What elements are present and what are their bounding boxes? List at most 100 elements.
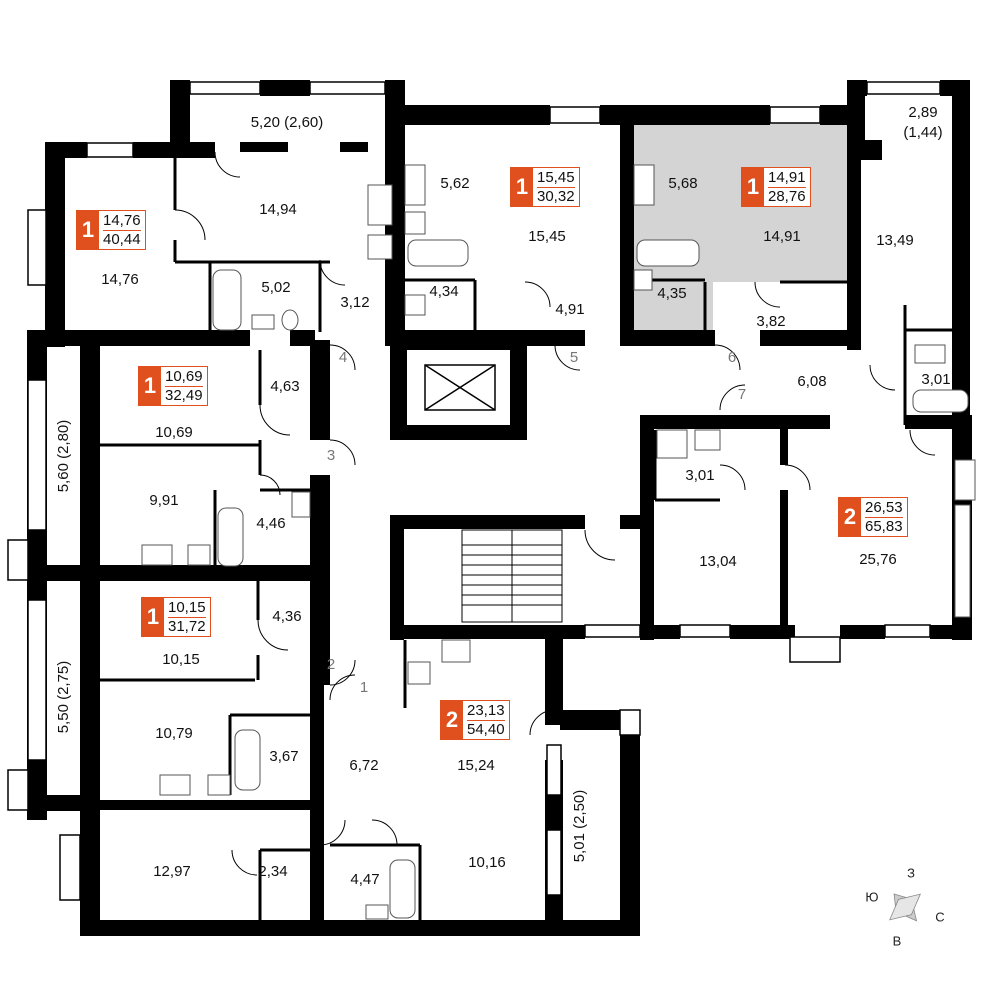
compass-south-label: В — [893, 933, 902, 948]
room-area: 10,69 — [155, 424, 193, 441]
room-area: 3,12 — [340, 294, 369, 311]
bathtub-icon — [636, 239, 700, 267]
badge-areas: 14,76 40,44 — [99, 211, 145, 249]
apartment-badge[interactable]: 1 10,69 32,49 — [138, 366, 208, 406]
room-area: 5,02 — [261, 279, 290, 296]
room-area: 10,79 — [155, 725, 193, 742]
apartment-badge[interactable]: 2 26,53 65,83 — [838, 497, 908, 537]
apartment-badge[interactable]: 1 14,76 40,44 — [76, 210, 146, 250]
entry-number: 3 — [327, 447, 335, 464]
bathtub-icon — [217, 507, 244, 567]
bathtub-icon — [407, 239, 469, 267]
room-area: 4,36 — [272, 608, 301, 625]
room-count: 1 — [139, 367, 161, 405]
living-area: 10,69 — [165, 367, 203, 387]
room-area: 13,04 — [699, 553, 737, 570]
sink-icon — [367, 234, 393, 260]
living-area: 15,45 — [537, 168, 575, 188]
room-area: 6,08 — [797, 373, 826, 390]
living-area: 23,13 — [467, 701, 505, 721]
room-area: 2,89 — [908, 104, 937, 121]
room-area: 6,72 — [349, 757, 378, 774]
room-area: 5,62 — [440, 175, 469, 192]
bathtub-icon — [212, 269, 242, 331]
entry-number: 7 — [738, 386, 746, 403]
badge-areas: 14,91 28,76 — [764, 168, 810, 206]
room-count: 1 — [142, 598, 164, 636]
compass-icon: З С В Ю — [865, 865, 944, 948]
apartment-badge[interactable]: 1 15,45 30,32 — [510, 167, 580, 207]
room-count: 1 — [511, 168, 533, 206]
room-area: 14,76 — [101, 271, 139, 288]
sink-icon — [291, 491, 311, 518]
room-area: 5,50 (2,75) — [55, 661, 72, 734]
room-area: 10,16 — [468, 854, 506, 871]
room-count: 1 — [77, 211, 99, 249]
windows — [7, 81, 941, 901]
badge-areas: 23,13 54,40 — [463, 701, 509, 739]
sink-icon — [365, 904, 389, 920]
sink-icon — [251, 314, 275, 330]
sink-icon — [187, 544, 211, 566]
room-count: 1 — [742, 168, 764, 206]
total-area: 30,32 — [537, 187, 575, 205]
apartment-badge[interactable]: 1 14,91 28,76 — [741, 167, 811, 207]
toilet-icon — [281, 309, 299, 331]
room-area: 15,24 — [457, 757, 495, 774]
sink-icon — [407, 661, 431, 685]
badge-areas: 10,15 31,72 — [164, 598, 210, 636]
stove-icon — [633, 164, 655, 206]
room-area: 13,49 — [876, 232, 914, 249]
kitchen-counter — [954, 504, 971, 618]
apartment-badge[interactable]: 2 23,13 54,40 — [440, 700, 510, 740]
room-area: 10,15 — [162, 651, 200, 668]
entry-number: 2 — [327, 656, 335, 673]
stove-icon — [367, 184, 393, 226]
living-area: 14,76 — [103, 211, 141, 231]
entry-number: 5 — [570, 349, 578, 366]
room-area: 5,01 (2,50) — [571, 790, 588, 863]
living-area: 14,91 — [768, 168, 806, 188]
stove-icon — [441, 639, 471, 663]
room-area: 9,91 — [149, 492, 178, 509]
bathtub-icon — [912, 389, 969, 413]
sink-icon — [694, 429, 721, 451]
stairs-icon — [461, 529, 563, 623]
compass-north-label: З — [907, 865, 915, 880]
room-area: 12,97 — [153, 863, 191, 880]
badge-areas: 15,45 30,32 — [533, 168, 579, 206]
room-area: 4,35 — [657, 285, 686, 302]
room-area: 3,01 — [921, 371, 950, 388]
apartment-badge[interactable]: 1 10,15 31,72 — [141, 597, 211, 637]
room-count: 2 — [441, 701, 463, 739]
living-area: 26,53 — [865, 498, 903, 518]
room-area: 5,60 (2,80) — [55, 420, 72, 493]
room-area: 4,63 — [270, 378, 299, 395]
bathtub-icon — [389, 859, 416, 919]
room-area: 5,20 (2,60) — [251, 114, 324, 131]
total-area: 28,76 — [768, 187, 806, 205]
total-area: 54,40 — [467, 720, 505, 738]
room-area: 5,68 — [668, 175, 697, 192]
total-area: 32,49 — [165, 386, 203, 404]
room-area: 4,46 — [256, 515, 285, 532]
stove-icon — [141, 544, 173, 566]
room-area: 3,67 — [269, 748, 298, 765]
stove-icon — [159, 774, 191, 796]
badge-areas: 26,53 65,83 — [861, 498, 907, 536]
room-labels: 5,20 (2,60) 14,94 14,76 5,02 3,12 5,62 1… — [55, 104, 951, 888]
room-area: 15,45 — [528, 228, 566, 245]
shower-icon — [656, 429, 688, 459]
room-area: 4,47 — [350, 871, 379, 888]
entry-number: 4 — [339, 349, 347, 366]
room-area: 3,82 — [756, 313, 785, 330]
elevator-icon — [424, 364, 496, 411]
compass-east-label: С — [935, 909, 944, 924]
badge-areas: 10,69 32,49 — [161, 367, 207, 405]
sink-icon — [914, 344, 946, 364]
total-area: 65,83 — [865, 517, 903, 535]
bathtub-icon — [234, 729, 261, 791]
entry-number: 6 — [728, 349, 736, 366]
room-count: 2 — [839, 498, 861, 536]
sink-icon — [404, 211, 426, 235]
